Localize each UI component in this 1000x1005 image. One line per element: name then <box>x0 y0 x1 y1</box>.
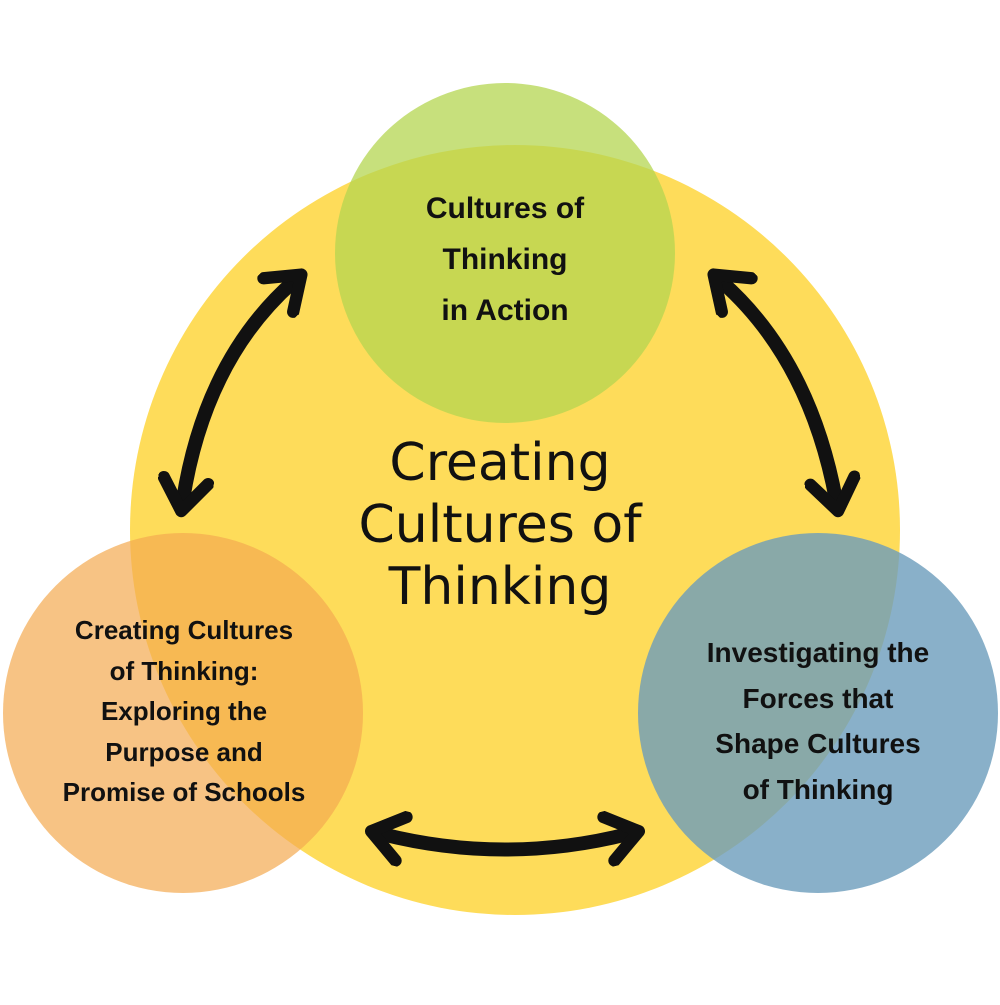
center-title: Creating Cultures of Thinking <box>300 432 700 618</box>
left-circle <box>3 533 363 893</box>
center-title-line: Thinking <box>388 557 612 617</box>
arrow-top-right <box>722 282 836 500</box>
right-circle <box>638 533 998 893</box>
left-node-label: Creating Cultures of Thinking: Exploring… <box>34 610 334 813</box>
label-line: Investigating the <box>706 637 930 668</box>
label-line: Cultures of <box>425 192 585 225</box>
label-line: Creating Cultures <box>74 615 294 645</box>
right-node-label: Investigating the Forces that Shape Cult… <box>668 630 968 812</box>
label-line: Thinking <box>442 243 568 276</box>
label-line: in Action <box>441 294 569 327</box>
label-line: Shape Cultures <box>715 728 921 759</box>
top-node-label: Cultures of Thinking in Action <box>355 183 655 336</box>
label-line: of Thinking: <box>109 655 259 686</box>
label-line: Purpose and <box>105 736 263 767</box>
center-title-line: Creating <box>389 433 611 493</box>
arrow-left-right <box>382 834 628 850</box>
arrow-left-top <box>183 282 293 500</box>
label-line: of Thinking <box>742 773 894 805</box>
label-line: Promise of Schools <box>62 777 306 807</box>
label-line: Forces that <box>742 682 894 714</box>
label-line: Exploring the <box>100 696 268 726</box>
top-circle <box>335 83 675 423</box>
center-title-line: Cultures of <box>358 495 642 555</box>
